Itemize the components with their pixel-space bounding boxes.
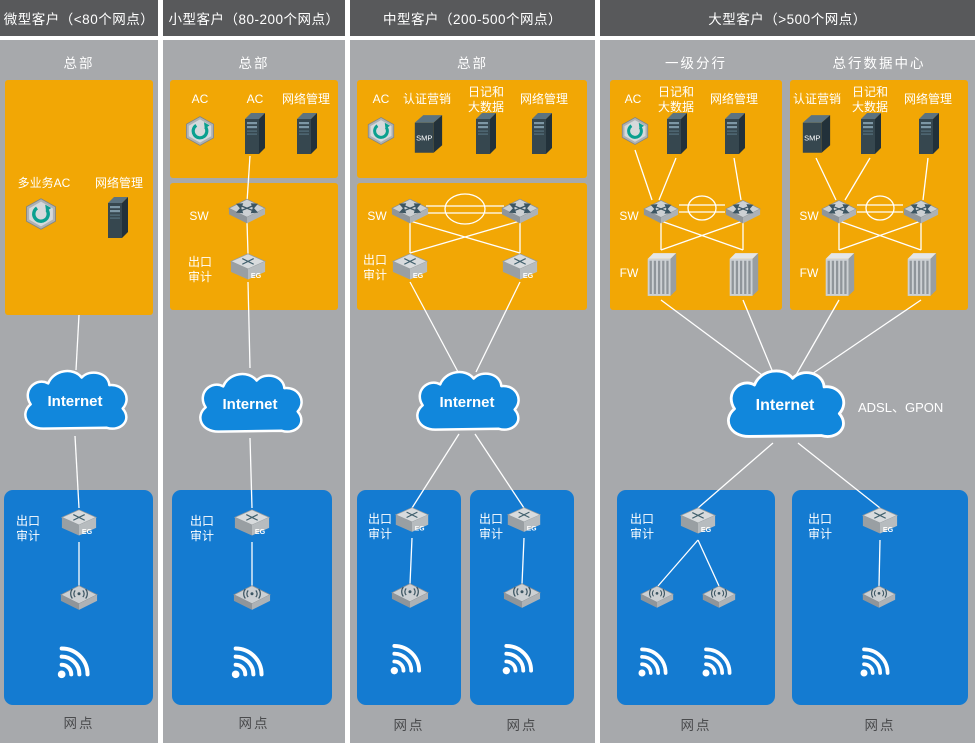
bigdata-server-icon: [857, 110, 883, 156]
wireless-switch-icon: [640, 584, 674, 612]
ac-controller-icon: [24, 196, 58, 232]
switch-icon: [643, 199, 679, 227]
switch-icon: [228, 198, 266, 227]
wireless-switch-icon: [233, 584, 271, 614]
hq-box-micro: [5, 80, 153, 315]
device-label: 网络管理: [519, 92, 568, 106]
device-label: 网络管理: [903, 92, 952, 106]
column-header-large: 大型客户（>500个网点）: [600, 0, 975, 36]
site-label: 网点: [393, 718, 425, 733]
hq-title: 总部: [63, 56, 95, 71]
device-label: 多业务AC: [17, 176, 71, 190]
site-label: 网点: [680, 718, 712, 733]
column-header-medium: 中型客户（200-500个网点）: [350, 0, 595, 36]
device-label: 认证营销: [402, 92, 451, 106]
exit-audit-label: 出口审计: [187, 255, 212, 284]
ac-controller-icon: [620, 114, 650, 148]
exit-audit-label: 出口审计: [807, 512, 832, 541]
wifi-signal-icon: [387, 634, 431, 678]
eg-gateway-icon: [861, 506, 899, 540]
eg-gateway-icon: [391, 252, 429, 286]
device-label: AC: [191, 92, 209, 106]
device-label: 日记和大数据: [851, 85, 888, 114]
firewall-icon: [642, 250, 680, 300]
switch-label: SW: [367, 209, 387, 223]
switch-icon: [903, 199, 939, 227]
bigdata-server-icon: [663, 110, 689, 156]
nms-server-icon: [104, 194, 130, 240]
device-label: 认证营销: [792, 92, 841, 106]
internet-label: Internet: [755, 397, 815, 414]
site-label: 网点: [506, 718, 538, 733]
ac-controller-icon: [184, 114, 216, 148]
site-label: 网点: [864, 718, 896, 733]
switch-icon: [501, 198, 539, 227]
smp-server-icon: [800, 110, 832, 156]
wifi-signal-icon: [699, 638, 741, 680]
switch-icon: [725, 199, 761, 227]
exit-audit-label: 出口审计: [478, 512, 503, 541]
firewall-icon: [820, 250, 858, 300]
internet-label: Internet: [439, 394, 495, 411]
eg-gateway-icon: [679, 506, 717, 540]
firewall-label: FW: [619, 266, 639, 280]
wan-type-label: ADSL、GPON: [858, 400, 944, 415]
eg-gateway-icon: [60, 508, 98, 542]
switch-label: SW: [619, 209, 639, 223]
device-label: 日记和大数据: [467, 85, 504, 114]
switch-label: SW: [189, 209, 209, 223]
wifi-signal-icon: [635, 638, 677, 680]
device-label: AC: [624, 92, 642, 106]
internet-label: Internet: [222, 396, 278, 413]
wifi-signal-icon: [499, 634, 543, 678]
eg-gateway-icon: [506, 506, 542, 538]
hq-title: 总部: [457, 56, 488, 71]
wireless-switch-icon: [391, 582, 429, 612]
device-label: AC: [246, 92, 264, 106]
firewall-label: FW: [799, 266, 819, 280]
wireless-switch-icon: [702, 584, 736, 612]
device-label: 网络管理: [281, 92, 330, 106]
wireless-switch-icon: [503, 582, 541, 612]
site-label: 网点: [63, 716, 95, 731]
wifi-signal-icon: [54, 636, 100, 682]
hq-title: 一级分行: [665, 56, 727, 71]
nms-server-icon: [528, 110, 554, 156]
exit-audit-label: 出口审计: [629, 512, 654, 541]
column-header-micro: 微型客户（<80个网点）: [0, 0, 158, 36]
bigdata-server-icon: [472, 110, 498, 156]
hq-title: 总部: [238, 56, 270, 71]
ac-server-icon: [241, 110, 267, 156]
internet-label: Internet: [47, 393, 103, 410]
device-label: 日记和大数据: [657, 85, 694, 114]
exit-audit-label: 出口审计: [367, 512, 392, 541]
firewall-icon: [724, 250, 762, 300]
column-header-small: 小型客户（80-200个网点）: [163, 0, 345, 36]
exit-audit-label: 出口审计: [15, 514, 40, 543]
wifi-signal-icon: [228, 636, 274, 682]
firewall-icon: [902, 250, 940, 300]
switch-icon: [391, 198, 429, 227]
device-label: 网络管理: [709, 92, 758, 106]
eg-gateway-icon: [394, 506, 430, 538]
nms-server-icon: [721, 110, 747, 156]
wifi-signal-icon: [857, 638, 899, 680]
switch-label: SW: [799, 209, 819, 223]
ac-controller-icon: [366, 114, 396, 148]
exit-audit-label: 出口审计: [189, 514, 214, 543]
site-label: 网点: [238, 716, 270, 731]
eg-gateway-icon: [501, 252, 539, 286]
nms-server-icon: [915, 110, 941, 156]
device-label: AC: [372, 92, 390, 106]
eg-gateway-icon: [233, 508, 271, 542]
device-label: 网络管理: [94, 176, 143, 190]
hq-title: 总行数据中心: [832, 56, 926, 71]
nms-server-icon: [293, 110, 319, 156]
smp-server-icon: [412, 110, 444, 156]
wireless-switch-icon: [60, 584, 98, 614]
exit-audit-label: 出口审计: [362, 253, 387, 282]
switch-icon: [821, 199, 857, 227]
eg-gateway-icon: [229, 252, 267, 286]
wireless-switch-icon: [862, 584, 896, 612]
